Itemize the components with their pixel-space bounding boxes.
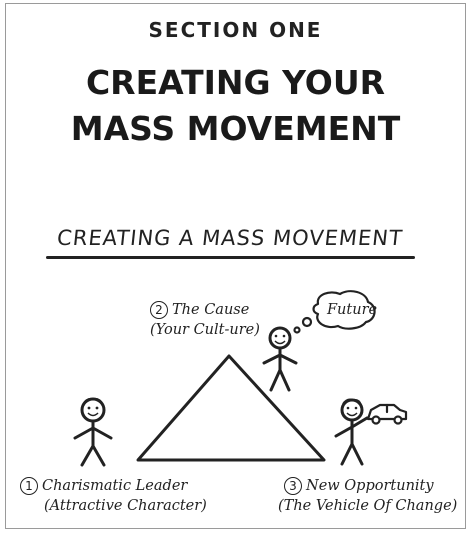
thought-bubble: [293, 290, 376, 334]
node-number-3: 3: [284, 477, 302, 495]
car-icon: [366, 403, 408, 425]
cause-figure-icon: [262, 326, 298, 392]
page-frame: SECTION ONE CREATING YOUR MASS MOVEMENT: [5, 3, 466, 529]
leader-figure-icon: [73, 397, 113, 467]
title-line-2: MASS MOVEMENT: [70, 109, 401, 148]
opportunity-figure-icon: [334, 398, 369, 466]
node-opportunity-title: New Opportunity: [306, 478, 434, 494]
page-title: CREATING YOUR MASS MOVEMENT: [6, 60, 465, 152]
node-cause-subtitle: (Your Cult-ure): [150, 322, 260, 338]
section-label: SECTION ONE: [148, 18, 323, 42]
triangle-shape: [136, 354, 326, 462]
node-leader-title: Charismatic Leader: [42, 478, 188, 494]
node-number-1: 1: [20, 477, 38, 495]
node-opportunity-subtitle: (The Vehicle Of Change): [278, 498, 458, 514]
heading-underline: [46, 256, 415, 259]
title-line-1: CREATING YOUR: [85, 63, 386, 102]
node-leader-subtitle: (Attractive Character): [44, 498, 207, 514]
bubble-label-future: Future: [327, 302, 378, 318]
node-cause-title: The Cause: [172, 302, 250, 318]
node-number-2: 2: [150, 301, 168, 319]
